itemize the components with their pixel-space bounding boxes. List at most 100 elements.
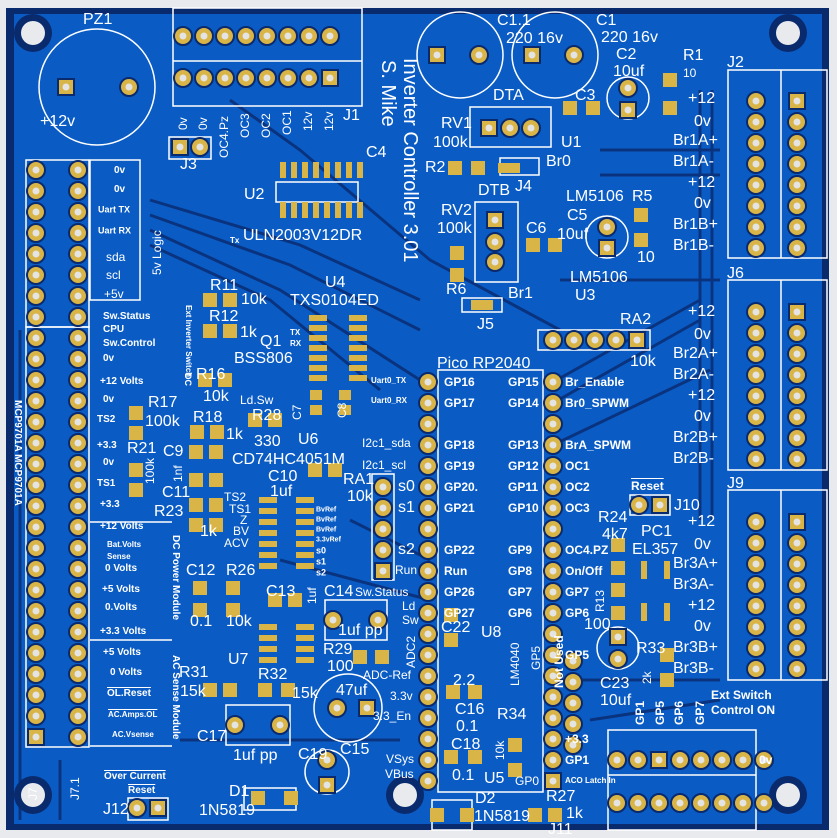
drill [32,166,40,174]
smd-pad [460,808,474,822]
drill [549,462,557,470]
drill [752,623,760,631]
label-j3: J3 [180,156,197,173]
smd-pad [444,608,458,622]
pico-pin-function: OC2 [565,480,590,494]
drill [363,704,371,712]
smd-pad [660,648,674,662]
drill [74,208,82,216]
label-r21-value: 100k [143,457,157,484]
j6-pin-label: Br2A+ [673,345,718,362]
label-r32: R32 [258,666,288,683]
smd-pad [450,246,464,260]
left-label: CPU [103,324,125,335]
label-c6: C6 [526,220,547,237]
label-r29: R29 [323,641,353,658]
label-uart0-rx: Uart0_RX [371,396,408,405]
left-label: Sense [107,552,131,561]
label-j7: J7 [26,787,40,800]
logic-label: sda [106,250,126,264]
drill [752,118,760,126]
drill [424,462,432,470]
smd-pad [353,650,367,664]
label-r23: R23 [154,503,184,520]
smd-pad [189,518,203,532]
smd-pad [193,603,207,617]
label-pz1: PZ1 [83,11,113,28]
smd-pad [218,373,232,387]
u6-right-label: 3.3vRef [316,536,341,544]
drill [739,799,747,807]
smd-pad [335,202,341,218]
label-c13: C13 [266,583,296,600]
drill [549,693,557,701]
label-c22-value: 2.2 [453,672,476,689]
smd-pad [296,541,314,547]
board-author: S. Mike [377,60,399,127]
drill [74,292,82,300]
label-d2: D2 [475,790,496,807]
label-c2: C2 [616,46,637,63]
label-rv2: RV2 [441,202,472,219]
u6-right-label: s2 [316,567,327,578]
label-r24: R24 [598,509,628,526]
smd-pad [346,162,352,178]
traces [18,90,721,820]
smd-pad [660,673,674,687]
label-r34-value: 10k [493,740,507,760]
mounting-hole [776,21,800,45]
label-d1-part: 1N5819 [199,802,256,819]
label-u8: U8 [481,624,502,641]
smd-pad [268,593,282,607]
ra1-pin-label: s0 [398,478,415,495]
drill [32,649,40,657]
smd-pad [309,315,327,321]
smd-pad [444,633,458,647]
smd-pad [223,324,237,338]
j1-pin-label: OC4.Pz [217,115,231,158]
left-label: +3.3 Volts [100,626,147,637]
pico-pin-label: GP7 [508,585,533,599]
label-c1-value: 220 16v [601,29,658,46]
drill [634,756,642,764]
pico-pin-label: GP13 [508,438,539,452]
label-gp5-rot: GP5 [529,645,543,670]
drill [379,546,387,554]
label-br0: Br0 [546,153,571,170]
pico-pin-label: GP16 [444,375,475,389]
j2-pin-label: Br1A+ [673,132,718,149]
drill [305,74,313,82]
drill [491,258,499,266]
label-c9-value: 1nf [171,465,185,482]
label-u4-tx: TX [290,328,301,337]
pico-pin-label: GP27 [444,606,475,620]
label-r33-value: 2k [640,671,654,684]
smd-pad [309,375,327,381]
smd-pad [339,405,351,415]
smd-pad [586,101,600,115]
drill [718,799,726,807]
label-adc-ref: ADC-Ref [363,668,412,682]
label-r5-value: 10 [637,249,655,266]
pico-pin-label: GP15 [508,375,539,389]
mounting-holes [14,14,807,814]
drill [752,139,760,147]
label-c18: C18 [451,736,481,753]
smd-pad [664,561,670,579]
label-c1-1-value: 220 16v [506,30,563,47]
left-label: +3.3 [97,440,117,451]
smd-pad [129,406,143,420]
label-c23: C23 [600,675,630,692]
label-r17: R17 [148,394,178,411]
label-r31-value: 15k [180,683,206,700]
pico-pin-label: GP21 [444,501,475,515]
drill [793,118,801,126]
smd-pad [226,603,240,617]
drill [305,32,313,40]
label-j71: J7.1 [68,777,82,800]
pico-pin-label: GP12 [508,459,539,473]
j9-pin-label: Br3A+ [673,555,718,572]
smd-pad [375,650,389,664]
dc-module-label: DC Power Module [170,535,181,621]
mounting-hole [21,21,45,45]
